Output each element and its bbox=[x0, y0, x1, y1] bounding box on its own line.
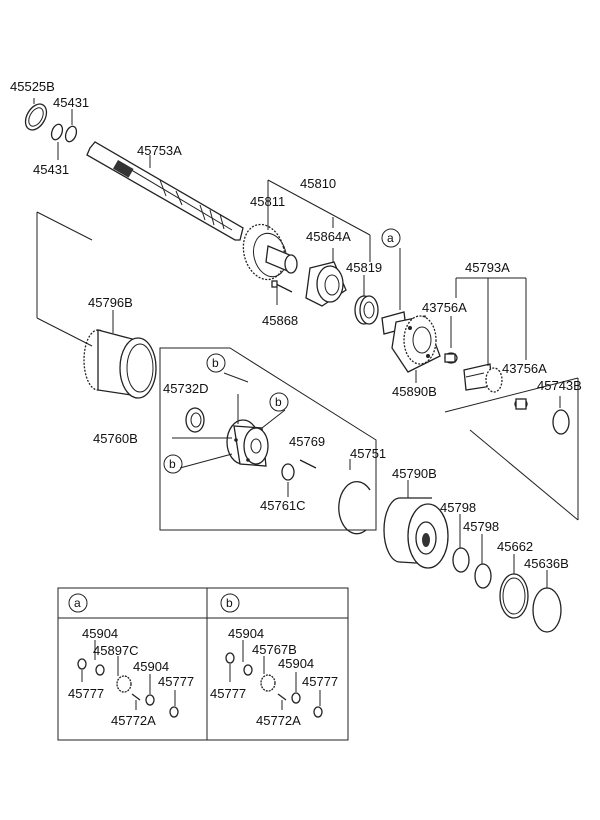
drum-45790B bbox=[383, 497, 449, 569]
label-45790B: 45790B bbox=[392, 466, 437, 481]
label-45431-bottom: 45431 bbox=[33, 162, 69, 177]
snap-ring-45751 bbox=[338, 481, 371, 535]
ring-45798-b bbox=[474, 563, 492, 589]
label-45798-b: 45798 bbox=[463, 519, 499, 534]
label-45890B: 45890B bbox=[392, 384, 437, 399]
inset-b-label-45767B: 45767B bbox=[252, 642, 297, 657]
ring-45662 bbox=[499, 573, 529, 619]
inset-b-label-45777-1: 45777 bbox=[210, 686, 246, 701]
label-43756A-top: 43756A bbox=[422, 300, 467, 315]
snap-ring-45431-b bbox=[64, 125, 78, 143]
bushing-43756A-a bbox=[444, 352, 458, 364]
inset-b-label-45777-2: 45777 bbox=[302, 674, 338, 689]
callout-b-top: b bbox=[206, 353, 226, 373]
label-45796B: 45796B bbox=[88, 295, 133, 310]
gear-45811 bbox=[242, 223, 298, 281]
seal-45760B bbox=[185, 407, 205, 433]
inset-b-label-45904-2: 45904 bbox=[278, 656, 314, 671]
inset-a-label-45777-1: 45777 bbox=[68, 686, 104, 701]
label-45769: 45769 bbox=[289, 434, 325, 449]
inset-b-label-45904-1: 45904 bbox=[228, 626, 264, 641]
label-45662: 45662 bbox=[497, 539, 533, 554]
pinion-45793A bbox=[463, 363, 503, 393]
ring-gear-45796B bbox=[83, 329, 157, 399]
label-45793A: 45793A bbox=[465, 260, 510, 275]
label-45810: 45810 bbox=[300, 176, 336, 191]
label-45864A: 45864A bbox=[306, 229, 351, 244]
bearing-45819 bbox=[354, 295, 379, 325]
label-43756A-bottom: 43756A bbox=[502, 361, 547, 376]
ring-45636B bbox=[532, 587, 562, 633]
svg-text:b: b bbox=[212, 356, 219, 370]
label-45868: 45868 bbox=[262, 313, 298, 328]
ring-45743B bbox=[552, 409, 570, 435]
inset-a-label-45777-2: 45777 bbox=[158, 674, 194, 689]
carrier-45890B bbox=[381, 311, 441, 373]
callout-a: a bbox=[381, 228, 401, 248]
ring-45798-a bbox=[452, 547, 470, 573]
snap-ring-45525B bbox=[24, 103, 48, 131]
label-45811: 45811 bbox=[250, 194, 285, 209]
label-45431-top: 45431 bbox=[53, 95, 89, 110]
label-45760B: 45760B bbox=[93, 431, 138, 446]
callout-b-middle: b bbox=[269, 392, 289, 412]
svg-text:b: b bbox=[226, 596, 233, 610]
inset-a-label-45904-2: 45904 bbox=[133, 659, 169, 674]
label-45761C: 45761C bbox=[260, 498, 306, 513]
label-45732D: 45732D bbox=[163, 381, 209, 396]
bushing-43756A-b bbox=[514, 398, 528, 410]
inset-table bbox=[57, 587, 349, 741]
label-45751: 45751 bbox=[350, 446, 386, 461]
bolt-45868 bbox=[271, 280, 293, 293]
inset-b-label-45772A: 45772A bbox=[256, 713, 301, 728]
inset-a-parts bbox=[77, 640, 179, 718]
svg-text:b: b bbox=[275, 395, 282, 409]
svg-text:a: a bbox=[74, 596, 81, 610]
inset-b-parts bbox=[225, 640, 323, 718]
washer-45761C bbox=[281, 463, 295, 481]
svg-text:a: a bbox=[387, 231, 394, 245]
inset-a-label-45897C: 45897C bbox=[93, 643, 139, 658]
flange-45864A bbox=[305, 261, 347, 307]
svg-text:b: b bbox=[169, 457, 176, 471]
snap-ring-45431-a bbox=[50, 123, 64, 141]
pin-45769 bbox=[299, 459, 317, 469]
label-45819: 45819 bbox=[346, 260, 382, 275]
label-45743B: 45743B bbox=[537, 378, 582, 393]
carrier-assembly-45732D bbox=[226, 419, 269, 467]
inset-a-label-45772A: 45772A bbox=[111, 713, 156, 728]
inset-b-tag: b bbox=[220, 593, 240, 613]
callout-b-bottom: b bbox=[163, 454, 183, 474]
output-shaft-45753A bbox=[86, 141, 244, 241]
label-45798-a: 45798 bbox=[440, 500, 476, 515]
inset-a-tag: a bbox=[68, 593, 88, 613]
label-45525B: 45525B bbox=[10, 79, 55, 94]
inset-a-label-45904-1: 45904 bbox=[82, 626, 118, 641]
label-45636B: 45636B bbox=[524, 556, 569, 571]
label-45753A: 45753A bbox=[137, 143, 182, 158]
